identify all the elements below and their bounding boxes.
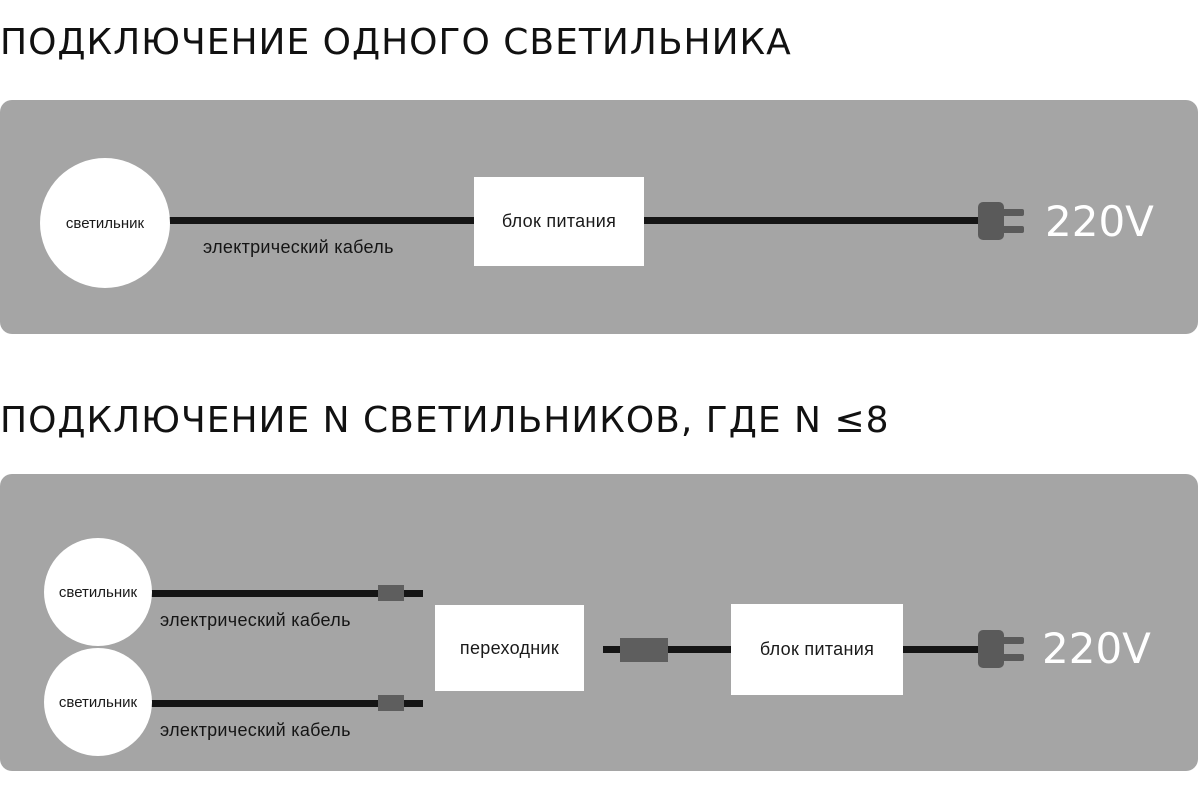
lamp-label: светильник: [58, 583, 138, 601]
lamp-label: светильник: [58, 693, 138, 711]
cable-label: электрический кабель: [160, 720, 351, 740]
power-supply-label: блок питания: [501, 211, 617, 231]
power-supply-box: блок питания: [474, 177, 644, 266]
voltage-label: 220V: [1042, 624, 1151, 673]
diagram1-title: ПОДКЛЮЧЕНИЕ ОДНОГО СВЕТИЛЬНИКА: [0, 22, 792, 63]
cable-label: электрический кабель: [203, 237, 394, 257]
cable-connector: [378, 585, 404, 601]
cable-connector: [620, 638, 668, 662]
lamp-circle: светильник: [44, 648, 152, 756]
voltage-label: 220V: [1045, 197, 1154, 246]
cable-label: электрический кабель: [160, 610, 351, 630]
plug-icon: [978, 200, 1028, 244]
power-supply-label: блок питания: [759, 639, 875, 659]
adapter-label: переходник: [459, 637, 560, 658]
cable-connector: [378, 695, 404, 711]
diagram1-panel: светильник электрический кабель блок пит…: [0, 100, 1198, 334]
lamp-circle: светильник: [40, 158, 170, 288]
lamp-label: светильник: [65, 214, 145, 232]
power-cable: [640, 217, 985, 224]
adapter-cable: [603, 646, 733, 653]
diagram2-panel: светильник электрический кабель светильн…: [0, 474, 1198, 771]
diagram2-title: ПОДКЛЮЧЕНИЕ N СВЕТИЛЬНИКОВ, ГДЕ N ≤8: [0, 400, 890, 441]
lamp-cable: [140, 590, 423, 597]
power-cable: [903, 646, 983, 653]
adapter-box: переходник: [435, 605, 584, 691]
lamp-cable: [140, 700, 423, 707]
lamp-cable: [160, 217, 476, 224]
lamp-circle: светильник: [44, 538, 152, 646]
power-supply-box: блок питания: [731, 604, 903, 695]
plug-icon: [978, 628, 1028, 672]
